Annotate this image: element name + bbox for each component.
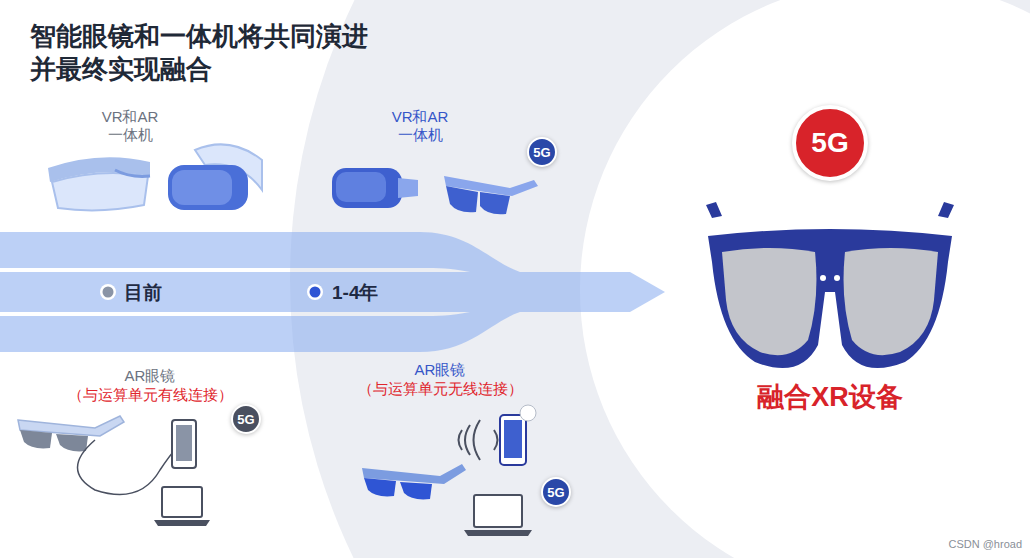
badge-text: 5G: [237, 412, 254, 427]
badge-circle: 5G: [231, 404, 261, 434]
badge-circle: 5G: [527, 137, 557, 167]
timeline-bands: [0, 232, 665, 352]
badge-text: 5G: [547, 485, 564, 500]
label-text: 目前: [124, 282, 162, 305]
vr-headset: [332, 168, 418, 208]
white-circle: [580, 0, 1030, 558]
timeline-dot: [310, 287, 321, 298]
badge-text: 5G: [811, 127, 848, 159]
badge-circle: 5G: [541, 477, 571, 507]
ar-glasses-wired: [18, 416, 210, 526]
diagram-title: 智能眼镜和一体机将共同演进 并最终实现融合: [30, 20, 375, 85]
dot-ring: [100, 284, 116, 300]
badge-text: 5G: [533, 145, 550, 160]
label-text: （与运算单元无线连接）: [358, 380, 523, 398]
label-text: 1-4年: [332, 282, 378, 305]
label-text: VR和AR 一体机: [389, 108, 451, 144]
badge-circle: 5G: [792, 105, 868, 181]
ar-glasses: [444, 176, 538, 214]
label-text: AR眼镜: [125, 367, 176, 385]
label-text: （与运算单元有线连接）: [68, 386, 233, 404]
dot-ring: [307, 284, 323, 300]
label-text: AR眼镜: [415, 361, 466, 379]
ar-glasses-wireless: [362, 405, 536, 536]
label-text: VR和AR 一体机: [99, 108, 161, 144]
label-text: 融合XR设备: [757, 381, 903, 413]
watermark: CSDN @hroad: [948, 538, 1022, 551]
vr-headset: [168, 144, 262, 210]
timeline-dot: [103, 287, 114, 298]
ar-headset: [48, 157, 150, 210]
xr-glasses: [700, 202, 960, 368]
